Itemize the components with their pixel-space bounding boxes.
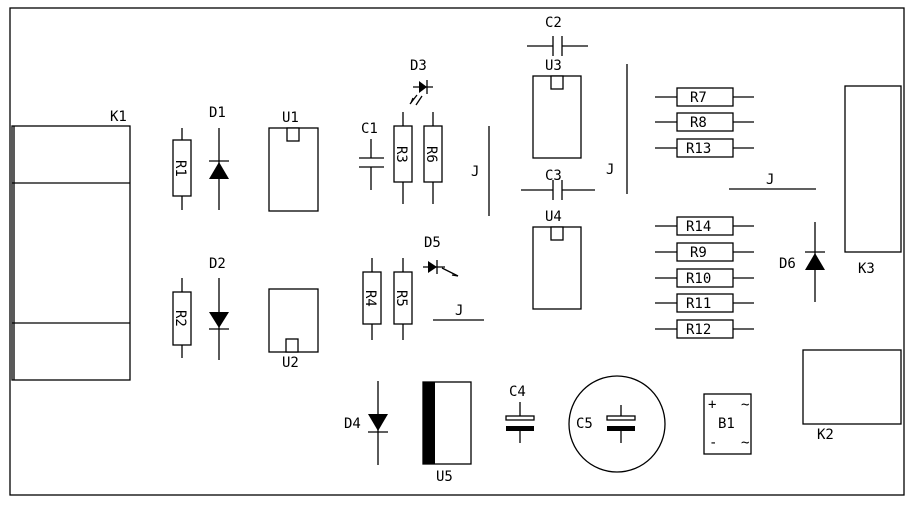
label-c3: C3 (545, 168, 562, 184)
label-c5: C5 (576, 416, 593, 432)
label-j4: J (766, 172, 774, 188)
ic-u4: U4 (532, 209, 582, 310)
connector-k1: K1 (11, 109, 131, 381)
label-r2: R2 (172, 310, 188, 327)
led-d5: D5 (423, 235, 459, 277)
resistor-r8: R8 (655, 112, 754, 132)
diode-d2: D2 (209, 256, 229, 360)
resistor-r11: R11 (655, 293, 754, 313)
label-r5: R5 (393, 290, 409, 307)
label-r9: R9 (690, 245, 707, 261)
ic-u5: U5 (422, 381, 472, 485)
label-r3: R3 (393, 146, 409, 163)
ic-u1: U1 (268, 110, 319, 212)
jumper-4: J (729, 172, 816, 190)
jumper-1: J (471, 126, 490, 216)
connector-k3: K3 (844, 85, 902, 277)
label-c1: C1 (361, 121, 378, 137)
capacitor-c1: C1 (359, 121, 384, 190)
label-d3: D3 (410, 58, 427, 74)
resistor-r1: R1 (172, 128, 192, 210)
connector-k2: K2 (802, 349, 902, 443)
label-k3: K3 (858, 261, 875, 277)
label-b1-tilde-top: ~ (741, 397, 749, 413)
label-d1: D1 (209, 105, 226, 121)
label-r8: R8 (690, 115, 707, 131)
label-r13: R13 (686, 141, 711, 157)
label-u5: U5 (436, 469, 453, 485)
bridge-rectifier-b1: + ~ B1 - ~ (703, 393, 752, 455)
resistor-r6: R6 (423, 112, 443, 204)
resistor-r14: R14 (655, 216, 754, 236)
label-r11: R11 (686, 296, 711, 312)
label-j3: J (606, 162, 614, 178)
label-d2: D2 (209, 256, 226, 272)
capacitor-c2: C2 (527, 15, 588, 56)
diode-d6: D6 (779, 222, 825, 302)
label-u2: U2 (282, 355, 299, 371)
jumper-2: J (433, 303, 484, 321)
jumper-3: J (606, 64, 628, 194)
resistor-r3: R3 (393, 112, 413, 204)
capacitor-c5: C5 (568, 375, 666, 473)
resistor-r10: R10 (655, 268, 754, 288)
label-d6: D6 (779, 256, 796, 272)
label-d5: D5 (424, 235, 441, 251)
resistor-r4: R4 (362, 258, 382, 340)
label-b1-tilde-bottom: ~ (741, 435, 749, 451)
label-u3: U3 (545, 58, 562, 74)
label-b1: B1 (718, 416, 735, 432)
label-u1: U1 (282, 110, 299, 126)
resistor-r9: R9 (655, 242, 754, 262)
ic-u3: U3 (532, 58, 582, 159)
resistor-r13: R13 (655, 138, 754, 158)
label-u4: U4 (545, 209, 562, 225)
label-j1: J (471, 164, 479, 180)
label-j2: J (455, 303, 463, 319)
label-r12: R12 (686, 322, 711, 338)
label-r7: R7 (690, 90, 707, 106)
label-c4: C4 (509, 384, 526, 400)
capacitor-c4: C4 (505, 384, 535, 443)
resistor-r7: R7 (655, 87, 754, 107)
label-k1: K1 (110, 109, 127, 125)
label-c2: C2 (545, 15, 562, 31)
label-r1: R1 (172, 160, 188, 177)
diode-d1: D1 (209, 105, 229, 210)
resistor-r5: R5 (393, 258, 413, 340)
label-b1-minus: - (709, 435, 717, 451)
label-r4: R4 (362, 290, 378, 307)
capacitor-c3: C3 (521, 168, 595, 200)
label-r6: R6 (423, 146, 439, 163)
label-r10: R10 (686, 271, 711, 287)
label-k2: K2 (817, 427, 834, 443)
ic-u2: U2 (268, 288, 319, 371)
resistor-r2: R2 (172, 278, 192, 358)
resistor-r12: R12 (655, 319, 754, 339)
led-d3: D3 (409, 58, 433, 106)
label-b1-plus: + (708, 397, 716, 413)
diode-d4: D4 (344, 381, 388, 465)
board-outline (9, 7, 905, 496)
label-d4: D4 (344, 416, 361, 432)
label-r14: R14 (686, 219, 711, 235)
